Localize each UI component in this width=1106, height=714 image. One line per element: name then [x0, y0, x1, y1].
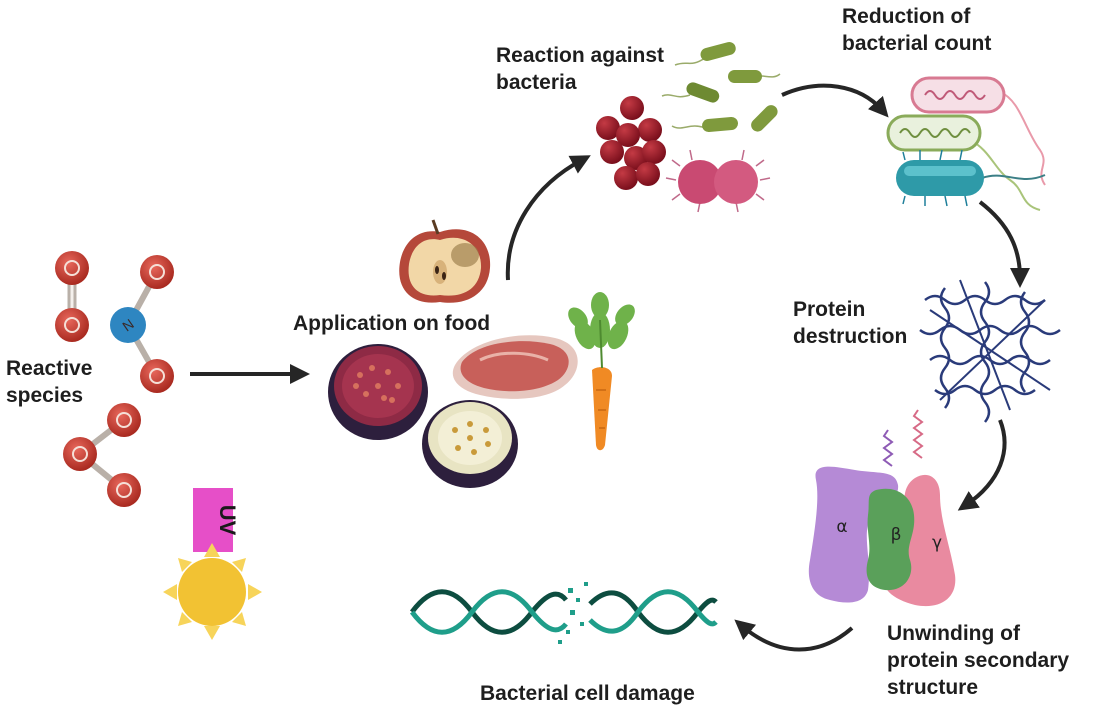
- label-reactive-species-line2: species: [6, 384, 84, 407]
- label-reduction-line2: bacterial count: [842, 32, 992, 55]
- beta-subunit-label: β: [891, 525, 902, 545]
- carrot-icon: [568, 292, 635, 451]
- arrow-food-to-bacteria: [505, 155, 591, 281]
- arrow-reduction-to-protein: [978, 200, 1030, 288]
- arrow-unwinding-to-damage: [734, 619, 854, 652]
- alpha-subunit-label: α: [836, 517, 847, 537]
- label-protein-line2: destruction: [793, 325, 908, 348]
- label-reactive-species: Reactive species: [6, 355, 92, 409]
- o3-molecule-icon: [63, 403, 141, 507]
- label-unwinding-line3: structure: [887, 676, 979, 699]
- damaged-bacteria-icon: [886, 76, 1046, 211]
- arrow-bacteria-to-reduction: [781, 83, 889, 118]
- eggplant-slice-white-icon: [422, 400, 518, 488]
- label-reaction-against-bacteria: Reaction against bacteria: [496, 42, 664, 96]
- label-reduction-line1: Reduction of: [842, 5, 971, 28]
- label-reduction-of-bacterial-count: Reduction of bacterial count: [842, 3, 991, 57]
- eggplant-slice-purple-icon: [328, 344, 428, 440]
- o2-molecule-icon: [55, 251, 89, 342]
- label-application-on-food: Application on food: [293, 312, 491, 335]
- meat-steak-icon: [452, 335, 578, 399]
- arrow-protein-to-unwinding: [957, 419, 1007, 511]
- uv-label-box: UV: [193, 488, 240, 552]
- apple-icon: [399, 219, 491, 303]
- rod-bacteria-icon: [661, 42, 781, 133]
- dna-helix-icon: [409, 582, 718, 644]
- label-protein-line1: Protein: [793, 298, 866, 321]
- label-reaction-line1: Reaction against: [496, 44, 665, 67]
- label-reactive-species-line1: Reactive: [6, 357, 93, 380]
- gamma-subunit-label: γ: [932, 533, 942, 553]
- cocci-cluster-icon: [596, 96, 666, 190]
- label-bacterial-cell-damage: Bacterial cell damage: [480, 682, 695, 705]
- sun-icon: [163, 543, 262, 640]
- protein-subunits-icon: α β γ: [808, 409, 956, 607]
- uv-label: UV: [215, 505, 240, 536]
- label-unwinding-line1: Unwinding of: [887, 622, 1020, 645]
- label-reaction-line2: bacteria: [496, 71, 577, 94]
- no2-molecule-icon: N: [110, 255, 174, 393]
- diplococcus-icon: [665, 149, 771, 213]
- protein-mesh-icon: [919, 279, 1061, 423]
- label-unwinding-line2: protein secondary: [887, 649, 1070, 672]
- label-protein-destruction: Protein destruction: [793, 296, 907, 350]
- label-unwinding-protein-structure: Unwinding of protein secondary structure: [887, 620, 1069, 701]
